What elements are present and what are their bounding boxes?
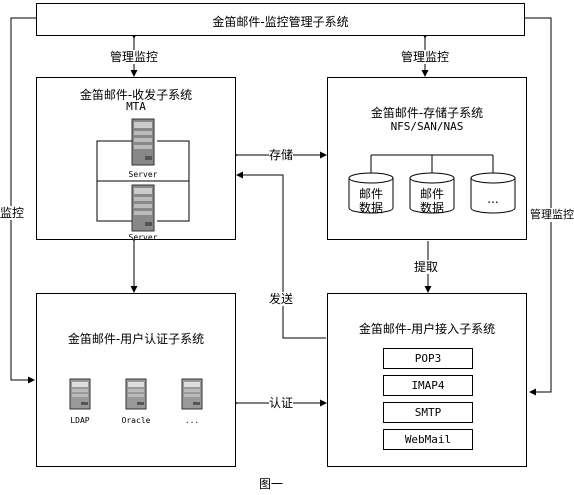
db2-label-line1: 邮件 bbox=[419, 187, 444, 201]
oracle-server-icon bbox=[125, 378, 147, 410]
db3-label: ... bbox=[487, 192, 499, 206]
storage-subsystem-box: 金笛邮件-存储子系统 NFS/SAN/NAS 邮件 数据 邮件 数据 ... bbox=[327, 77, 527, 240]
auth-subsystem-box: 金笛邮件-用户认证子系统 LDAP Oracle ... bbox=[36, 293, 236, 467]
storage-link-label: 存储 bbox=[269, 148, 294, 162]
server-label-2: Server bbox=[128, 233, 158, 242]
db1-label-line2: 数据 bbox=[358, 201, 383, 215]
other-label: ... bbox=[184, 416, 200, 425]
monitor-subsystem-box: 金笛邮件-监控管理子系统 bbox=[36, 3, 525, 36]
db2-label-line2: 数据 bbox=[419, 201, 444, 215]
db1-label-line1: 邮件 bbox=[358, 187, 383, 201]
monitor-side-label: 监控 bbox=[0, 206, 25, 220]
mta-label: MTA bbox=[126, 100, 146, 113]
database-icon bbox=[470, 172, 516, 214]
auth-link-label: 认证 bbox=[269, 396, 294, 410]
oracle-label: Oracle bbox=[121, 416, 151, 425]
protocol-smtp: SMTP bbox=[383, 402, 473, 423]
fetch-label: 提取 bbox=[414, 260, 439, 274]
server-network-lines bbox=[96, 140, 190, 222]
storage-bus-lines bbox=[370, 154, 494, 174]
ldap-server-icon bbox=[69, 378, 91, 410]
send-label: 发送 bbox=[269, 292, 294, 306]
database-icon bbox=[409, 172, 455, 214]
protocol-imap4: IMAP4 bbox=[383, 375, 473, 396]
server-label-1: Server bbox=[128, 170, 158, 179]
protocol-pop3: POP3 bbox=[383, 348, 473, 369]
server-icon bbox=[131, 184, 155, 232]
server-icon bbox=[131, 118, 155, 166]
manage-monitor-label-left: 管理监控 bbox=[110, 50, 159, 64]
database-icon bbox=[348, 172, 394, 214]
storage-subsystem-title: 金笛邮件-存储子系统 bbox=[370, 106, 484, 120]
monitor-subsystem-title: 金笛邮件-监控管理子系统 bbox=[212, 15, 349, 29]
storage-subtitle: NFS/SAN/NAS bbox=[390, 120, 464, 133]
manage-monitor-label-right: 管理监控 bbox=[401, 50, 450, 64]
manage-side-label: 管理监控 bbox=[530, 208, 574, 222]
protocol-webmail: WebMail bbox=[383, 429, 473, 450]
figure-caption: 图一 bbox=[259, 477, 284, 491]
transceiver-subsystem-box: 金笛邮件-收发子系统 MTA Server Server bbox=[36, 77, 236, 242]
ldap-label: LDAP bbox=[70, 416, 90, 425]
auth-subsystem-title: 金笛邮件-用户认证子系统 bbox=[67, 332, 205, 346]
other-server-icon bbox=[181, 378, 203, 410]
transceiver-subsystem-title: 金笛邮件-收发子系统 bbox=[79, 88, 193, 102]
access-subsystem-title: 金笛邮件-用户接入子系统 bbox=[358, 322, 496, 336]
